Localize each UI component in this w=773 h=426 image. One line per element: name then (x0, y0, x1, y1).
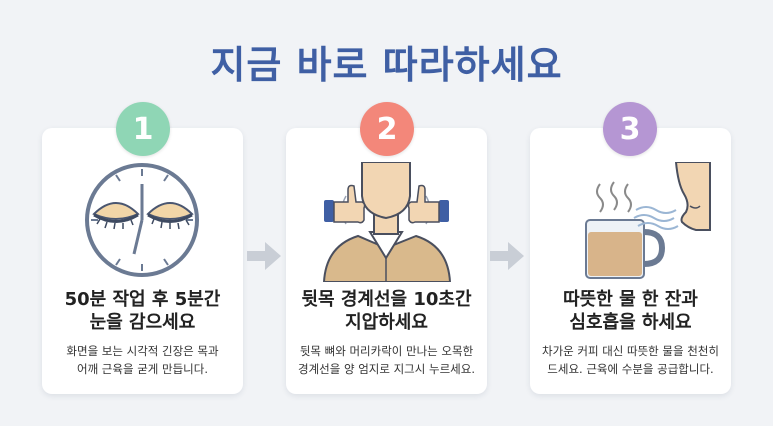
step-badge-1: 1 (116, 102, 170, 156)
neck-press-icon (322, 162, 452, 282)
step-description: 뒷목 뼈와 머리카락이 만나는 오목한 경계선을 양 엄지로 지그시 누르세요. (292, 342, 481, 378)
step-description-line: 뒷목 뼈와 머리카락이 만나는 오목한 (299, 344, 474, 358)
step-badge-2: 2 (360, 102, 414, 156)
arrow-right-icon (247, 242, 281, 270)
step-card-3: 따뜻한 물 한 잔과 심호흡을 하세요 차가운 커피 대신 따뜻한 물을 천천히… (530, 128, 731, 394)
step-badge-3: 3 (603, 102, 657, 156)
step-description-line: 드세요. 근육에 수분을 공급합니다. (547, 362, 714, 376)
step-heading-line: 따뜻한 물 한 잔과 (563, 289, 698, 310)
step-heading: 뒷목 경계선을 10초간 지압하세요 (292, 288, 481, 334)
step-heading-line: 심호흡을 하세요 (569, 312, 692, 333)
step-heading: 따뜻한 물 한 잔과 심호흡을 하세요 (536, 288, 725, 334)
step-description-line: 화면을 보는 시각적 긴장은 목과 (66, 344, 219, 358)
clock-closed-eyes-icon (85, 163, 199, 277)
step-card-2: 뒷목 경계선을 10초간 지압하세요 뒷목 뼈와 머리카락이 만나는 오목한 경… (286, 128, 487, 394)
step-heading-line: 눈을 감으세요 (89, 312, 196, 333)
step-description-line: 차가운 커피 대신 따뜻한 물을 천천히 (542, 344, 719, 358)
warm-mug-breath-icon (585, 162, 711, 279)
step-description-line: 어깨 근육을 굳게 만듭니다. (76, 362, 208, 376)
arrow-right-icon (490, 242, 524, 270)
step-heading-line: 뒷목 경계선을 10초간 (301, 289, 472, 310)
step-heading-line: 지압하세요 (345, 312, 428, 333)
page-title: 지금 바로 따라하세요 (210, 43, 563, 87)
step-description: 화면을 보는 시각적 긴장은 목과 어깨 근육을 굳게 만듭니다. (48, 342, 237, 378)
step-heading-line: 50분 작업 후 5분간 (64, 289, 221, 310)
step-card-1: 50분 작업 후 5분간 눈을 감으세요 화면을 보는 시각적 긴장은 목과 어… (42, 128, 243, 394)
step-description: 차가운 커피 대신 따뜻한 물을 천천히 드세요. 근육에 수분을 공급합니다. (536, 342, 725, 378)
step-heading: 50분 작업 후 5분간 눈을 감으세요 (48, 288, 237, 334)
step-description-line: 경계선을 양 엄지로 지그시 누르세요. (298, 362, 475, 376)
